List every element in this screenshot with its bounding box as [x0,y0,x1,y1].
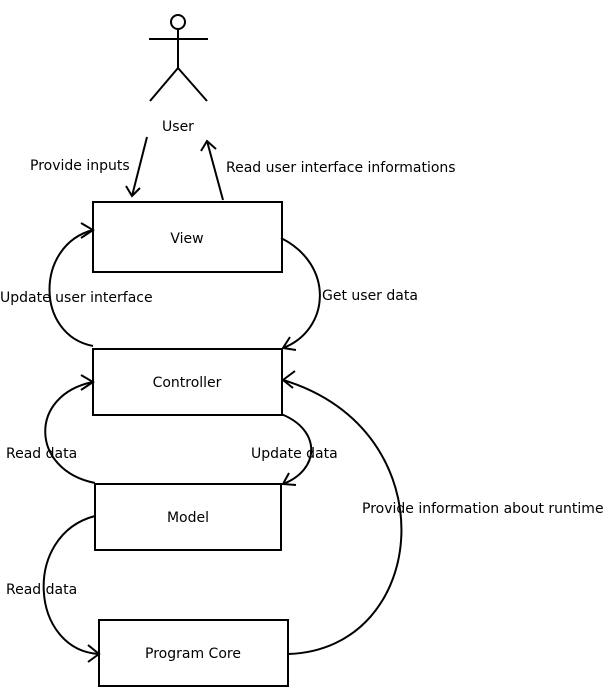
edge-read-data-controller [44,374,96,484]
edge-get-user-data [280,237,321,351]
view-box [92,201,283,273]
model-label: Model [167,510,209,526]
program-core-label: Program Core [145,646,241,662]
read-data-core-label: Read data [6,582,77,598]
read-ui-info-label: Read user interface informations [226,160,456,176]
update-data-label: Update data [251,446,338,462]
edge-read-ui-info [200,139,224,201]
controller-label: Controller [153,375,222,391]
view-label: View [170,231,203,247]
edge-provide-runtime-info [281,370,403,655]
get-user-data-label: Get user data [322,288,418,304]
edge-provide-inputs [125,136,148,198]
edge-read-data-core [42,515,101,663]
read-data-controller-label: Read data [6,446,77,462]
user-label: User [162,119,194,135]
user-actor-icon [149,14,208,102]
provide-runtime-info-label: Provide information about runtime [362,501,604,517]
edge-update-data [280,413,313,486]
edge-update-user-interface [48,222,95,347]
update-user-interface-label: Update user interface [0,290,153,306]
controller-box [92,348,283,416]
provide-inputs-label: Provide inputs [30,158,130,174]
